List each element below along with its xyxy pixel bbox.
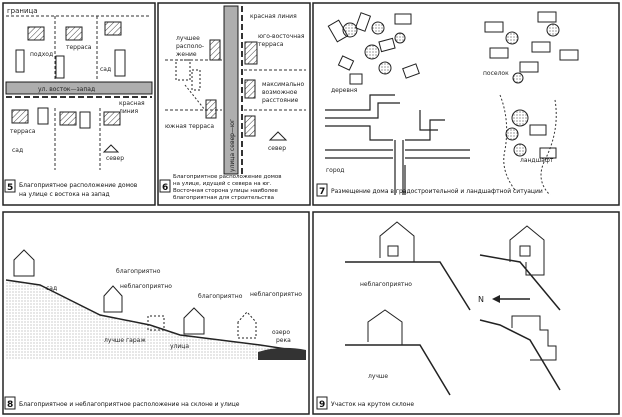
panel-number: 5 bbox=[7, 183, 13, 193]
label-city: город bbox=[326, 167, 344, 174]
house bbox=[11, 109, 29, 124]
label-best: располо- bbox=[176, 43, 204, 50]
panel-9: неблагоприятно лучше N 9 Участок на крут… bbox=[312, 211, 620, 415]
street-band bbox=[223, 5, 239, 175]
label-border: граница bbox=[7, 7, 38, 15]
label-terrace-bottom: терраса bbox=[10, 128, 36, 135]
panel-5-frame bbox=[2, 2, 156, 206]
caption-line: Благоприятное и неблагоприятное располож… bbox=[19, 401, 240, 408]
panel-number: 6 bbox=[162, 183, 168, 193]
label-max-distance: возможное bbox=[262, 89, 298, 96]
label-settlement: поселок bbox=[483, 70, 509, 77]
label-unfavorable: неблагоприятно bbox=[250, 291, 302, 298]
panel-number: 8 bbox=[7, 400, 13, 410]
panel-8: сад благоприятно неблагоприятно благопри… bbox=[2, 211, 310, 415]
panel-number: 7 bbox=[319, 187, 325, 197]
label-terrace-se: юго-восточная bbox=[258, 33, 305, 40]
label-red-line: красная линия bbox=[250, 13, 297, 20]
label-favorable: благоприятно bbox=[116, 268, 161, 275]
tree-icon bbox=[342, 21, 406, 75]
label-north: север bbox=[268, 145, 286, 152]
house bbox=[367, 309, 403, 345]
label-north: север bbox=[106, 155, 124, 162]
house bbox=[209, 39, 221, 61]
house bbox=[237, 311, 257, 339]
house bbox=[103, 285, 123, 313]
house bbox=[13, 249, 35, 277]
house bbox=[379, 221, 415, 262]
panel-5: граница подход терраса сад ул. восток—за… bbox=[2, 2, 156, 206]
house bbox=[244, 115, 256, 137]
panel-7-frame bbox=[312, 2, 620, 206]
label-street: ул. восток—запад bbox=[38, 86, 95, 93]
label-lake: озеро bbox=[272, 329, 290, 336]
label-better-garage: лучше гараж bbox=[104, 337, 146, 344]
house bbox=[509, 225, 545, 276]
label-max-distance: расстояние bbox=[262, 97, 299, 104]
slope-line bbox=[479, 319, 561, 391]
lake bbox=[258, 347, 306, 360]
house bbox=[147, 315, 165, 331]
panel-8-frame bbox=[2, 211, 310, 415]
tree-icon bbox=[505, 23, 560, 84]
caption-line: благоприятная для строительства bbox=[173, 195, 274, 201]
label-street: улица bbox=[170, 343, 189, 350]
city-grid bbox=[325, 94, 470, 195]
caption-line: Благоприятное расположение домов bbox=[19, 182, 138, 189]
house bbox=[244, 41, 258, 65]
slope-line bbox=[345, 344, 451, 396]
label-approach: подход bbox=[30, 51, 53, 58]
house bbox=[104, 21, 122, 36]
panel-6-frame bbox=[157, 2, 311, 206]
label-best: жение bbox=[176, 51, 197, 58]
caption-line: Размещение дома в градостроительной и ла… bbox=[331, 188, 543, 195]
landscape-cluster bbox=[499, 94, 557, 196]
label-max-distance: максимально bbox=[262, 81, 305, 88]
caption-line: Участок на крутом склоне bbox=[331, 401, 414, 408]
house bbox=[103, 111, 121, 126]
label-unfavorable: неблагоприятно bbox=[360, 281, 412, 288]
house bbox=[511, 315, 557, 361]
label-red-line-2: линия bbox=[119, 108, 139, 115]
caption-line: Восточная сторона улицы наиболее bbox=[173, 188, 279, 194]
settlement-cluster bbox=[484, 11, 579, 73]
label-garden-bottom: сад bbox=[12, 147, 23, 154]
label-landscape: ландшафт bbox=[520, 157, 554, 164]
caption-line: Благоприятное расположение домов bbox=[173, 174, 281, 180]
house bbox=[59, 111, 77, 126]
label-better: лучше bbox=[368, 373, 388, 380]
label-north: N bbox=[478, 295, 484, 304]
house bbox=[205, 99, 217, 119]
label-terrace: терраса bbox=[66, 44, 92, 51]
label-garden: сад bbox=[46, 285, 57, 292]
caption-line: на улице, идущей с севера на юг. bbox=[173, 180, 272, 187]
label-terrace-se: терраса bbox=[258, 41, 284, 48]
slope-line bbox=[345, 261, 471, 311]
house bbox=[183, 307, 205, 335]
panel-9-frame bbox=[312, 211, 620, 415]
caption-line: на улице с востока на запад bbox=[19, 191, 110, 198]
label-unfavorable: неблагоприятно bbox=[120, 283, 172, 290]
label-best: лучшее bbox=[176, 35, 200, 42]
tree-icon bbox=[505, 109, 529, 157]
label-red-line: красная bbox=[119, 100, 145, 107]
north-arrow-icon bbox=[102, 144, 120, 153]
label-garden: сад bbox=[100, 66, 111, 73]
label-street: улица север—юг bbox=[229, 119, 236, 172]
panel-7: деревня поселок город ландшафт 7 Размеще… bbox=[312, 2, 620, 206]
house bbox=[27, 26, 45, 41]
label-favorable: благоприятно bbox=[198, 293, 243, 300]
house bbox=[65, 26, 83, 41]
label-river: река bbox=[276, 337, 291, 344]
panel-number: 9 bbox=[319, 400, 325, 410]
street-band bbox=[5, 81, 153, 95]
panel-6: красная линия лучшее располо- жение юго-… bbox=[157, 2, 311, 206]
house bbox=[244, 79, 256, 99]
label-village: деревня bbox=[331, 87, 358, 94]
label-south-terrace: южная терраса bbox=[165, 123, 214, 130]
slope-line bbox=[479, 254, 561, 311]
north-arrow-icon bbox=[268, 131, 288, 141]
